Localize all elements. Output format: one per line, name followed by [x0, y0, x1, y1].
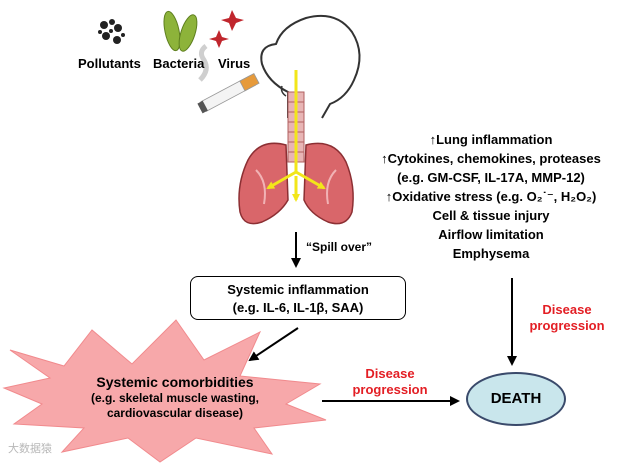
virus-icon	[209, 10, 244, 48]
virus-label: Virus	[218, 56, 251, 71]
comorbidities-burst	[2, 319, 327, 463]
comorbidities-line3: cardiovascular disease)	[106, 406, 244, 420]
death-node: DEATH	[466, 372, 566, 426]
watermark: 大数据猿	[8, 443, 52, 455]
head-outline	[260, 14, 361, 119]
systemic-inflammation-title: Systemic inflammation	[227, 282, 369, 297]
bacteria-label: Bacteria	[153, 56, 205, 71]
effect-item: Emphysema	[452, 246, 530, 261]
effect-item: (e.g. GM-CSF, IL-17A, MMP-12)	[397, 170, 585, 185]
inflammation-to-comorbidities-arrow	[248, 327, 299, 362]
comorbidities-title: Systemic comorbidities	[96, 374, 254, 390]
effect-item: ↑Cytokines, chemokines, proteases	[381, 151, 601, 166]
effect-item: Cell & tissue injury	[432, 208, 550, 223]
cigarette-icon	[197, 44, 260, 114]
comorbidities-line2: (e.g. skeletal muscle wasting,	[90, 391, 260, 405]
disease-progression-bottom: Disease progression	[352, 366, 428, 397]
systemic-inflammation-box: Systemic inflammation (e.g. IL-6, IL-1β,…	[190, 276, 406, 320]
pollutants-label: Pollutants	[78, 56, 141, 71]
lung-effects-list: ↑Lung inflammation ↑Cytokines, chemokine…	[360, 130, 621, 263]
disease-progression-right: Disease progression	[529, 302, 605, 333]
effect-item: ↑Lung inflammation	[429, 132, 553, 147]
lungs-illustration	[238, 142, 354, 225]
effect-item: ↑Oxidative stress (e.g. O₂˙⁻, H₂O₂)	[385, 189, 597, 204]
spill-over-label: “Spill over”	[306, 240, 373, 254]
systemic-comorbidities: Systemic comorbidities (e.g. skeletal mu…	[40, 374, 310, 421]
airflow-arrows	[266, 70, 326, 202]
bacteria-icon	[163, 10, 198, 52]
pollutants-icon	[98, 19, 125, 44]
systemic-inflammation-subtitle: (e.g. IL-6, IL-1β, SAA)	[232, 300, 364, 315]
effect-item: Airflow limitation	[438, 227, 544, 242]
